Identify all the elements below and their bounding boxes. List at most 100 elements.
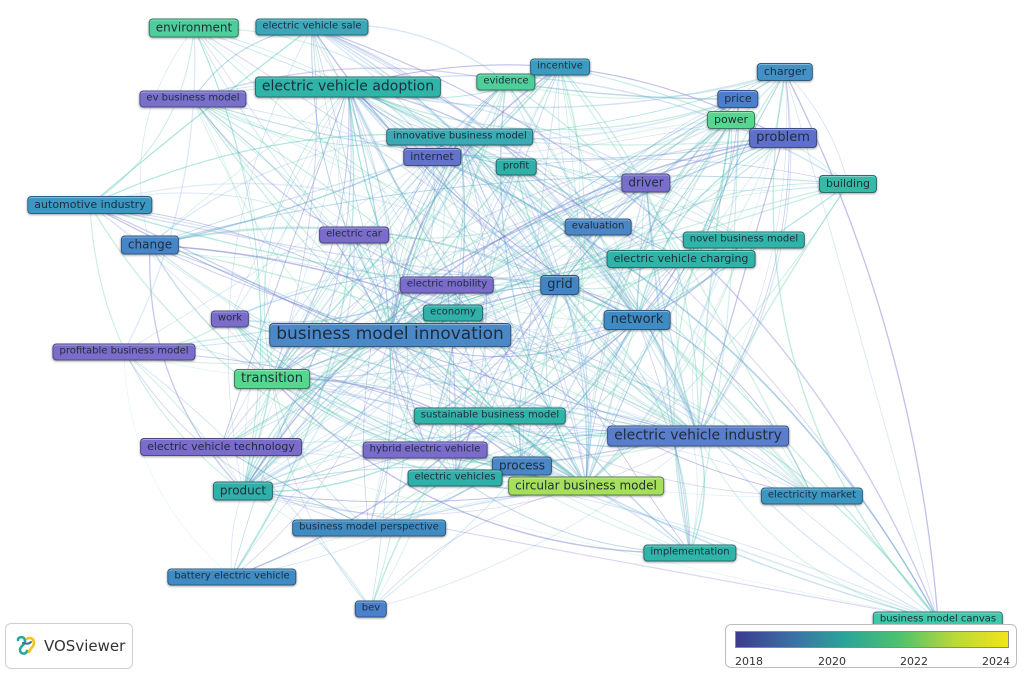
node-label[interactable]: electric vehicles <box>407 469 503 487</box>
node-label[interactable]: charger <box>756 63 814 81</box>
link-line <box>454 119 732 479</box>
link-line <box>368 319 638 529</box>
link-line <box>123 351 244 492</box>
node-label[interactable]: profit <box>495 158 537 176</box>
link-line <box>229 318 523 467</box>
link-line <box>347 86 638 321</box>
link-line <box>459 136 699 437</box>
link-line <box>431 156 587 487</box>
node-label[interactable]: transition <box>234 369 310 389</box>
link-line <box>697 137 784 437</box>
node-label[interactable]: product <box>212 481 274 501</box>
node-label[interactable]: evidence <box>476 73 536 91</box>
node-label[interactable]: electricity market <box>760 487 864 505</box>
link-line <box>585 485 939 621</box>
link-line <box>431 156 638 321</box>
link-line <box>347 86 739 131</box>
node-label[interactable]: ev business model <box>139 90 247 108</box>
link-line <box>689 435 706 554</box>
link-line <box>123 351 370 529</box>
node-label[interactable]: grid <box>540 275 580 295</box>
link-line <box>229 86 349 320</box>
link-line <box>229 273 638 321</box>
node-label[interactable]: electric vehicle technology <box>140 438 302 456</box>
node-label[interactable]: electric vehicle charging <box>606 250 756 268</box>
node-label[interactable]: electric vehicle industry <box>607 425 789 447</box>
link-line <box>389 334 813 497</box>
link-line <box>431 156 561 286</box>
node-label[interactable]: sustainable business model <box>413 407 567 425</box>
node-label[interactable]: business model innovation <box>269 323 511 347</box>
node-label[interactable]: process <box>491 456 553 476</box>
link-line <box>89 204 491 417</box>
link-line <box>231 334 391 578</box>
link-line <box>193 27 561 286</box>
node-label[interactable]: economy <box>423 304 483 322</box>
node-label[interactable]: incentive <box>530 58 590 76</box>
node-label[interactable]: power <box>707 111 755 129</box>
node-label[interactable]: automotive industry <box>27 196 153 214</box>
link-line <box>192 98 448 286</box>
link-line <box>242 71 786 492</box>
node-label[interactable]: electric car <box>319 226 389 244</box>
link-line <box>347 71 786 109</box>
node-label[interactable]: problem <box>749 128 817 148</box>
link-line <box>689 98 739 554</box>
link-line <box>389 182 647 336</box>
node-label[interactable]: network <box>603 310 671 330</box>
node-label[interactable]: battery electric vehicle <box>167 568 297 586</box>
link-line <box>645 182 691 554</box>
link-line <box>389 66 561 336</box>
link-line <box>636 137 784 321</box>
link-line <box>242 234 355 492</box>
legend-tick-label: 2022 <box>900 655 928 668</box>
node-label[interactable]: work <box>210 310 250 328</box>
link-line <box>559 284 699 437</box>
node-label[interactable]: internet <box>403 148 461 166</box>
link-line <box>585 137 784 487</box>
node-label[interactable]: building <box>818 175 878 193</box>
link-line <box>271 378 939 621</box>
node-label[interactable]: circular business model <box>508 476 664 496</box>
link-line <box>271 136 461 380</box>
node-label[interactable]: hybrid electric vehicle <box>362 441 488 459</box>
link-line <box>242 490 939 621</box>
link-line <box>242 137 784 492</box>
node-label[interactable]: profitable business model <box>52 343 196 361</box>
link-line <box>220 334 391 448</box>
link-line <box>389 66 561 336</box>
node-label[interactable]: electric vehicle adoption <box>254 76 442 98</box>
link-line <box>311 26 391 336</box>
link-line <box>220 446 939 621</box>
link-line <box>123 27 196 353</box>
node-label[interactable]: change <box>120 235 180 255</box>
node-label[interactable]: business model perspective <box>292 519 446 537</box>
link-line <box>424 319 638 451</box>
node-label[interactable]: electric vehicle sale <box>255 18 369 36</box>
link-line <box>89 182 561 286</box>
legend-tick-label: 2024 <box>982 655 1010 668</box>
link-line <box>192 98 784 160</box>
link-line <box>675 258 699 437</box>
link-line <box>192 98 263 492</box>
node-label[interactable]: environment <box>148 18 240 38</box>
link-line <box>697 71 790 437</box>
node-label[interactable]: evaluation <box>564 218 632 236</box>
link-line <box>271 378 370 529</box>
node-label[interactable]: novel business model <box>682 231 806 249</box>
node-label[interactable]: electric mobility <box>399 276 495 294</box>
link-line <box>697 71 787 437</box>
link-line <box>353 119 732 240</box>
node-label[interactable]: driver <box>621 173 671 193</box>
link-line <box>347 86 448 286</box>
node-label[interactable]: price <box>717 90 759 108</box>
node-label[interactable]: implementation <box>643 544 737 562</box>
link-line <box>585 183 849 487</box>
node-label[interactable]: bev <box>354 600 388 618</box>
link-line <box>389 166 517 336</box>
link-line <box>454 182 647 479</box>
link-line <box>220 446 370 529</box>
node-label[interactable]: innovative business model <box>386 128 534 146</box>
link-line <box>585 119 732 487</box>
